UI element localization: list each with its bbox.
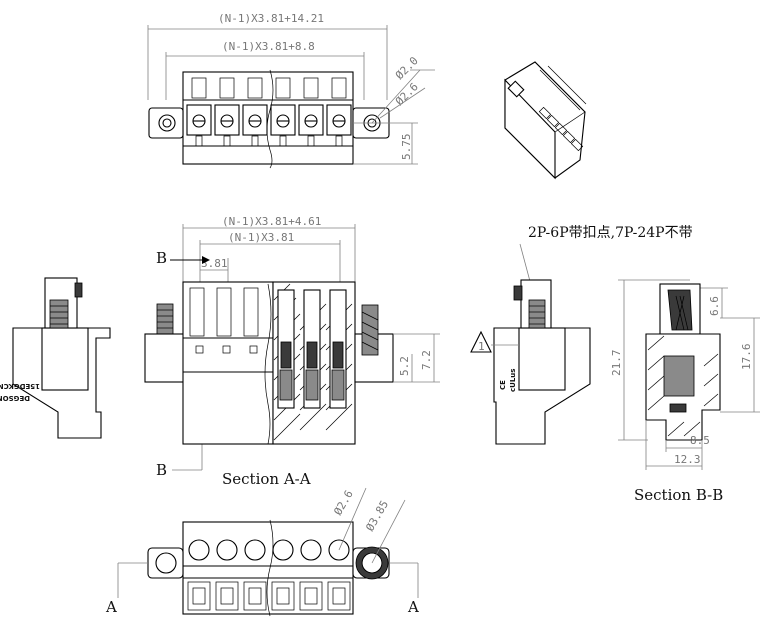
section-marker-b-top: B	[156, 249, 167, 267]
dim-bb-height-right: 17.6	[740, 344, 753, 371]
dim-section-pitch-width: (N-1)X3.81	[228, 231, 294, 244]
section-marker-a-right: A	[407, 598, 419, 616]
dim-top-hole-dia-2: Ø2.6	[393, 80, 421, 108]
section-marker-b-bottom: B	[156, 461, 167, 479]
dim-top-side-height: 5.75	[400, 134, 413, 161]
ul-mark: cULus	[509, 369, 517, 392]
dim-bottom-hole-dia-2: Ø3.85	[363, 498, 391, 533]
brand-mark: DEGSON	[0, 394, 30, 402]
section-aa-view: (N-1)X3.81+4.61 (N-1)X3.81 3.81 B B	[144, 215, 440, 488]
dim-section-height-1: 5.2	[398, 356, 411, 376]
dim-bb-height-total: 21.7	[610, 350, 623, 377]
isometric-view	[504, 61, 587, 180]
section-bb-label: Section B-B	[634, 486, 723, 504]
dim-bottom-hole-dia-1: Ø2.6	[331, 488, 356, 517]
dim-top-hole-dia-1: Ø2.0	[393, 54, 421, 82]
right-side-view: 2P-6P带扣点,7P-24P不带 1 CE cULus	[470, 225, 693, 445]
dim-bb-height-top: 6.6	[708, 296, 721, 316]
dim-section-total-width: (N-1)X3.81+4.61	[222, 215, 321, 228]
dim-bb-width-outer: 12.3	[674, 453, 701, 466]
top-view: (N-1)X3.81+14.21 (N-1)X3.81+8.8	[147, 12, 435, 169]
clip-note: 2P-6P带扣点,7P-24P不带	[528, 225, 693, 241]
dim-top-inner-width: (N-1)X3.81+8.8	[222, 40, 315, 53]
section-marker-a-left: A	[105, 598, 117, 616]
left-side-view: DEGSON 15EDGKCM-3.81	[0, 277, 111, 439]
part-number-mark: 15EDGKCM-3.81	[0, 382, 40, 390]
section-aa-label: Section A-A	[222, 470, 311, 488]
dim-top-total-width: (N-1)X3.81+14.21	[218, 12, 324, 25]
ce-mark: CE	[499, 380, 507, 390]
dim-section-height-2: 7.2	[420, 350, 433, 370]
section-bb-view: 21.7 17.6 6.6 8.5 12.3 Se	[610, 279, 760, 504]
bottom-view: Ø2.6 Ø3.85 A A	[105, 487, 419, 617]
warning-number: 1	[478, 340, 485, 353]
dim-bb-width-inner: 8.5	[690, 434, 710, 447]
